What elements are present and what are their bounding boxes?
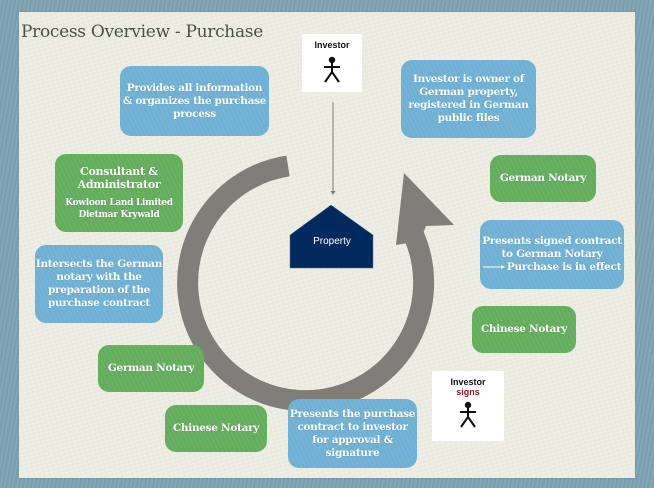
connector-arrowhead [330, 191, 336, 195]
box-line: Presents signed contract [482, 235, 622, 247]
property-label: Property [313, 236, 351, 247]
box-line: public files [437, 112, 500, 124]
purchase-effect-text: Purchase is in effect [506, 261, 622, 273]
investor-top-card: Investor [302, 34, 362, 92]
box-line: Presents the purchase [289, 407, 416, 420]
box-line: to German Notary [501, 248, 603, 260]
investor-top-label: Investor [314, 40, 350, 50]
box-label: Chinese Notary [172, 422, 260, 434]
box-label: German Notary [499, 172, 587, 184]
investor-signs-status: signs [456, 387, 480, 397]
box-line: Administrator [77, 178, 161, 191]
investor-bottom-label: Investor [450, 377, 486, 387]
owner-box: Investor is owner of German property, re… [401, 60, 536, 138]
box-line: notary with the [56, 271, 142, 283]
box-label: Chinese Notary [480, 323, 568, 335]
provides-info-box: Provides all information & organizes the… [120, 66, 269, 136]
box-line: purchase contract [48, 297, 150, 309]
box-label: German Notary [107, 362, 195, 374]
investor-signs-card: Investor signs [432, 371, 504, 441]
box-line: Investor is owner of [413, 73, 524, 85]
box-line: for approval & [312, 433, 393, 446]
right-arrow-icon [482, 265, 505, 269]
box-line: Consultant & [80, 165, 158, 178]
cycle-arrow-body [177, 155, 435, 412]
chinese-notary-right-box: Chinese Notary [472, 306, 576, 353]
box-line: & organizes the purchase [122, 94, 267, 107]
box-line: Provides all information [126, 81, 263, 94]
box-line: registered in German [408, 99, 529, 111]
page-title: Process Overview - Purchase [21, 22, 263, 42]
german-notary-right-box: German Notary [490, 155, 596, 202]
property-house-icon [289, 204, 374, 269]
box-line: process [173, 107, 216, 120]
stick-figure-icon [460, 401, 476, 428]
stick-figure-icon [324, 56, 340, 83]
box-line: contract to investor [297, 420, 408, 433]
consultant-box: Consultant & Administrator Kowloon Land … [55, 154, 183, 232]
box-line: preparation of the [47, 284, 151, 296]
intersects-box: Intersects the German notary with the pr… [35, 245, 163, 323]
german-notary-left-box: German Notary [98, 345, 204, 392]
chinese-notary-left-box: Chinese Notary [165, 405, 267, 452]
box-line: signature [325, 446, 380, 459]
box-line: Intersects the German [35, 258, 163, 270]
presents-signed-box: Presents signed contract to German Notar… [480, 220, 624, 289]
presents-contract-box: Presents the purchase contract to invest… [288, 399, 417, 468]
box-line: German property, [419, 86, 518, 98]
box-line: Purchase is in effect [482, 261, 622, 274]
cycle-arrow-head [396, 173, 454, 245]
company-name: Kowloon Land Limited [65, 198, 173, 208]
person-name: Dietmar Krywald [78, 210, 160, 220]
